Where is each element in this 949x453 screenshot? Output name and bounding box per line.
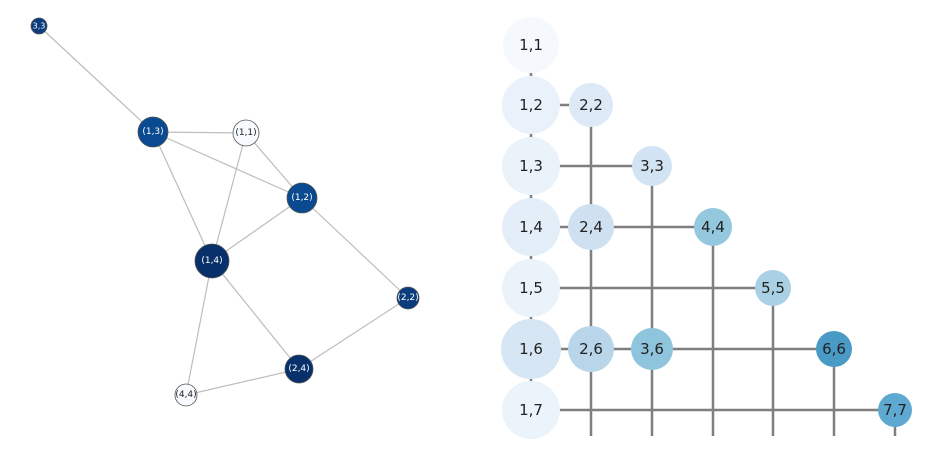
node-label: 7,7 xyxy=(883,401,907,419)
node-label: (4,4) xyxy=(175,390,196,400)
node-label: (1,2) xyxy=(291,193,312,203)
node-label: (1,1) xyxy=(235,128,256,138)
grid-node[interactable]: 5,5 xyxy=(755,270,791,306)
node-circle xyxy=(232,119,260,147)
node-label: (1,4) xyxy=(201,256,222,266)
graph-node[interactable]: (1,4) xyxy=(194,243,230,279)
grid-node[interactable]: 2,2 xyxy=(569,83,613,127)
node-label: 1,7 xyxy=(519,401,543,419)
node-circle xyxy=(502,381,560,439)
grid-node[interactable]: 6,6 xyxy=(816,331,852,367)
grid-node[interactable]: 7,7 xyxy=(878,393,912,427)
node-circle xyxy=(816,331,852,367)
grid-node[interactable]: 1,1 xyxy=(503,17,559,73)
graph-edge xyxy=(152,131,247,134)
graph-edge xyxy=(301,197,409,299)
node-circle xyxy=(632,146,672,186)
node-label: 3,3 xyxy=(640,157,664,175)
node-label: 2,4 xyxy=(579,218,603,236)
node-label: 5,5 xyxy=(761,279,785,297)
graph-node[interactable]: 3,3 xyxy=(30,17,48,35)
node-label: 1,1 xyxy=(519,36,543,54)
node-label: (1,3) xyxy=(142,127,163,137)
node-circle xyxy=(502,137,560,195)
node-label: 1,4 xyxy=(519,218,543,236)
node-circle xyxy=(396,286,420,310)
graph-node[interactable]: (2,2) xyxy=(396,286,420,310)
grid-node[interactable]: 1,2 xyxy=(502,76,560,134)
graph-edge xyxy=(152,131,303,199)
grid-node[interactable]: 3,3 xyxy=(632,146,672,186)
node-label: 4,4 xyxy=(701,218,725,236)
node-circle xyxy=(755,270,791,306)
node-circle xyxy=(568,326,614,372)
node-label: 2,6 xyxy=(579,340,603,358)
node-circle xyxy=(694,208,732,246)
grid-node[interactable]: 4,4 xyxy=(694,208,732,246)
node-circle xyxy=(502,76,560,134)
graph-edge xyxy=(211,132,247,262)
node-circle xyxy=(284,354,314,384)
node-circle xyxy=(137,116,169,148)
node-circle xyxy=(569,83,613,127)
grid-node[interactable]: 1,7 xyxy=(502,381,560,439)
graph-edge xyxy=(185,368,300,396)
graph-edge xyxy=(152,131,213,262)
node-label: 1,3 xyxy=(519,157,543,175)
node-label: 3,6 xyxy=(640,340,664,358)
node-circle xyxy=(30,17,48,35)
node-label: (2,2) xyxy=(397,293,418,303)
left-graph: 3,3 (1,3) (1,1) (1,2) (1,4) (2,2) (2,4) (4,4) xyxy=(30,17,420,407)
node-circle xyxy=(502,198,560,256)
grid-node[interactable]: 2,6 xyxy=(568,326,614,372)
node-circle xyxy=(631,328,673,370)
grid-node[interactable]: 1,3 xyxy=(502,137,560,195)
node-circle xyxy=(194,243,230,279)
graph-edge xyxy=(298,297,409,370)
graph-node[interactable]: (1,2) xyxy=(286,182,318,214)
grid-node[interactable]: 1,5 xyxy=(502,259,560,317)
graph-edge xyxy=(211,197,303,262)
node-label: 2,2 xyxy=(579,96,603,114)
graph-edge xyxy=(185,260,213,396)
node-circle xyxy=(503,17,559,73)
grid-node[interactable]: 1,4 xyxy=(502,198,560,256)
node-label: 1,2 xyxy=(519,96,543,114)
grid-node[interactable]: 2,4 xyxy=(568,204,614,250)
node-circle xyxy=(502,259,560,317)
node-circle xyxy=(878,393,912,427)
node-circle xyxy=(501,319,561,379)
graph-node[interactable]: (1,3) xyxy=(137,116,169,148)
graph-edge xyxy=(38,25,154,133)
node-circle xyxy=(286,182,318,214)
graph-node[interactable]: (4,4) xyxy=(174,383,198,407)
node-circle xyxy=(568,204,614,250)
grid-node[interactable]: 3,6 xyxy=(631,328,673,370)
grid-node[interactable]: 1,6 xyxy=(501,319,561,379)
node-label: 1,5 xyxy=(519,279,543,297)
graph-node[interactable]: (1,1) xyxy=(232,119,260,147)
node-label: 6,6 xyxy=(822,340,846,358)
node-label: (2,4) xyxy=(288,364,309,374)
node-label: 3,3 xyxy=(33,22,46,31)
graph-edge xyxy=(211,260,300,370)
graph-node[interactable]: (2,4) xyxy=(284,354,314,384)
node-circle xyxy=(174,383,198,407)
node-label: 1,6 xyxy=(519,340,543,358)
